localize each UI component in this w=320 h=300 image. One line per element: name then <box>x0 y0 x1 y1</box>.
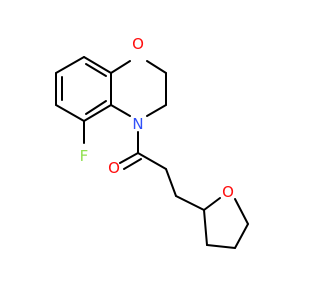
thf-oxygen-label: O <box>222 183 234 201</box>
bond <box>203 197 221 211</box>
bond <box>203 209 208 246</box>
bond <box>110 104 131 117</box>
bond <box>165 168 177 197</box>
bond <box>85 100 107 115</box>
atom-labels: O N F O O <box>80 35 234 201</box>
carbonyl-oxygen-label: O <box>108 159 120 177</box>
molecule-diagram: O N F O O <box>55 35 249 249</box>
bond <box>123 158 142 170</box>
nitrogen-label: N <box>132 115 143 133</box>
bond <box>85 63 107 77</box>
bond <box>137 152 167 170</box>
bond <box>55 104 85 122</box>
bond <box>110 60 131 74</box>
bond <box>175 195 205 211</box>
bond <box>234 223 249 249</box>
bond <box>234 198 249 225</box>
fluorine-label: F <box>80 147 89 165</box>
ring-oxygen-label: O <box>132 35 144 53</box>
bond <box>83 56 112 74</box>
bonds <box>55 56 249 249</box>
bond <box>206 244 236 249</box>
bond <box>146 104 167 117</box>
molecule-structure: O N F O O <box>55 35 249 249</box>
bond <box>146 60 167 74</box>
bond <box>55 56 85 74</box>
bond <box>83 104 112 122</box>
bond <box>119 152 139 164</box>
